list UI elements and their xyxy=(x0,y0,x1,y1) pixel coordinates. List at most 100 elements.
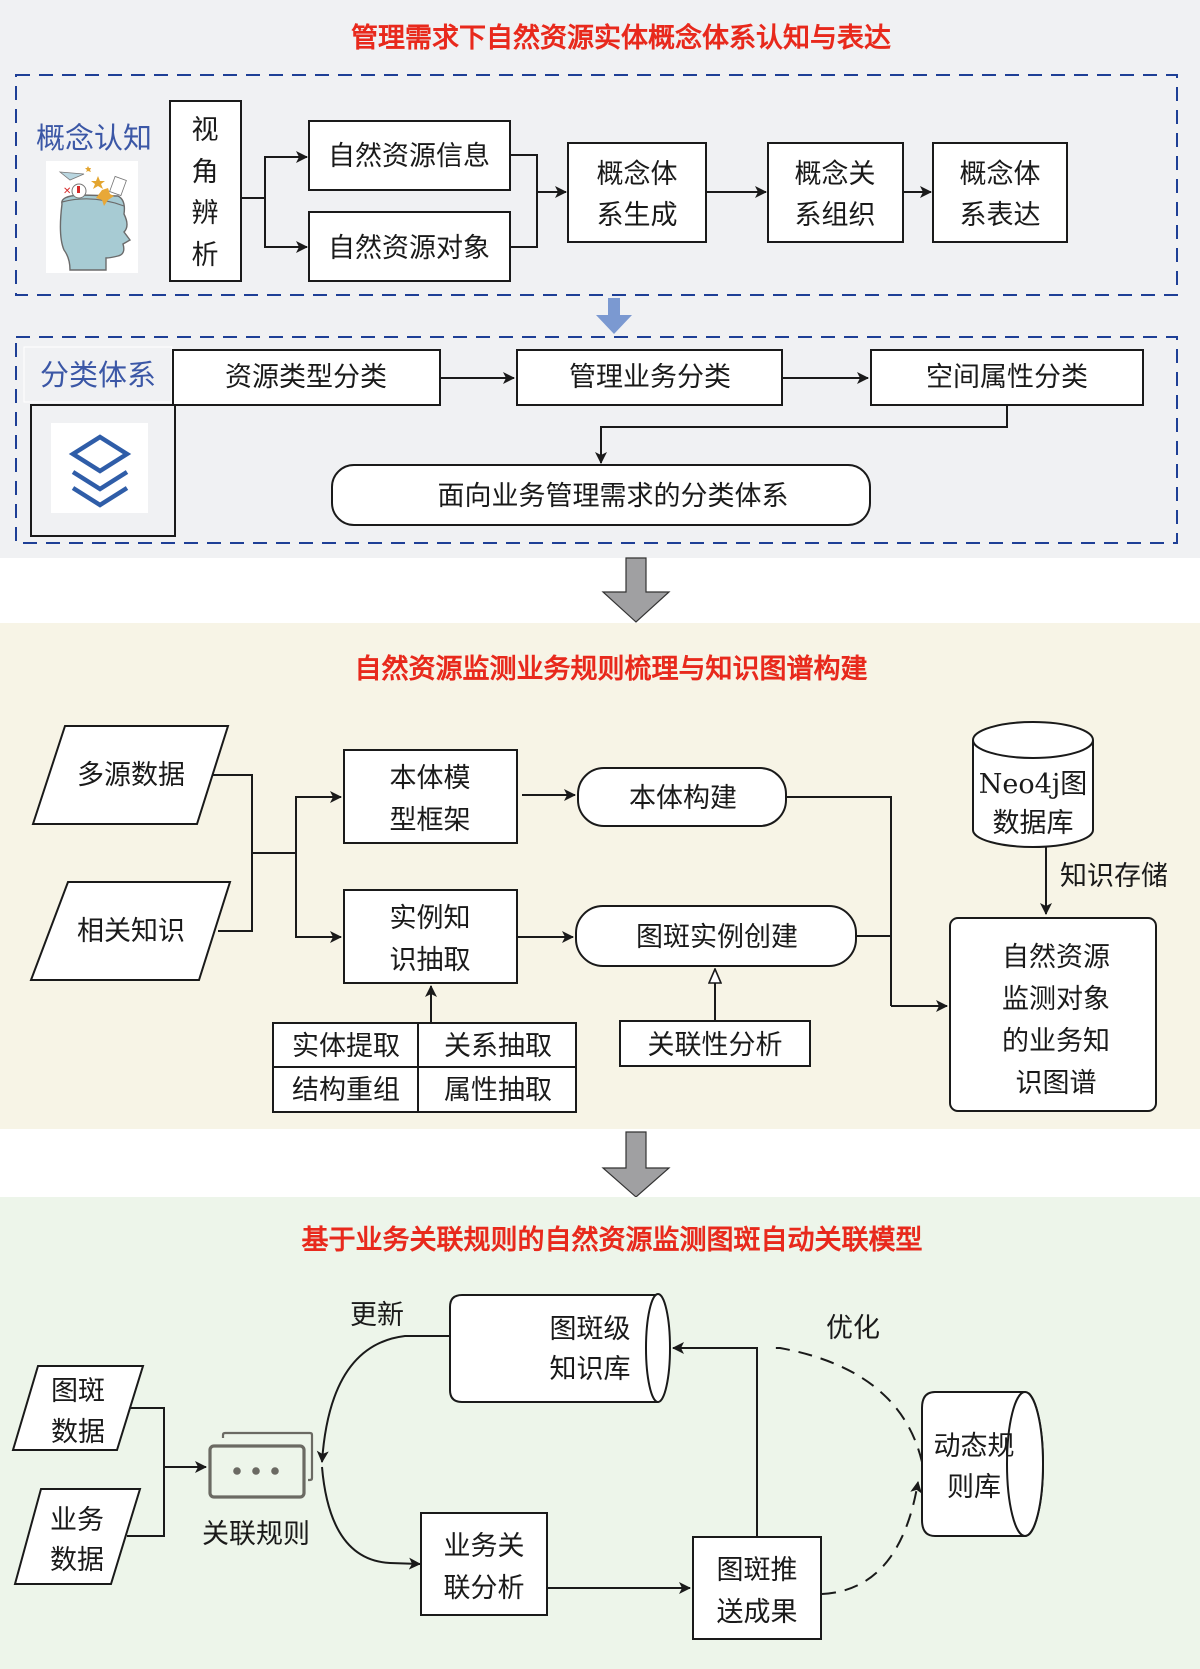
push-to-rules-dashed-curve xyxy=(821,1481,923,1595)
knowledge-graph-line3: 的业务知 xyxy=(1002,1026,1110,1057)
inputs-merge-connector xyxy=(127,1407,165,1537)
connector-to-ontology-framework xyxy=(295,791,342,853)
natural-resource-object-label: 自然资源对象 xyxy=(328,233,490,264)
natural-resource-object-box xyxy=(308,211,511,282)
correlation-analysis-label: 关联性分析 xyxy=(648,1030,783,1061)
perspective-char: 角 xyxy=(192,157,219,188)
neo4j-line1: Neo4j图 xyxy=(979,769,1087,800)
instance-extraction-line1: 实例知 xyxy=(390,903,471,934)
patch-data-input xyxy=(11,1365,145,1451)
connector-to-object xyxy=(264,198,308,253)
spatial-attribute-classification-label: 空间属性分类 xyxy=(926,362,1088,393)
dynamic-rules-cylinder xyxy=(921,1391,1044,1537)
instance-extraction-box xyxy=(343,889,518,984)
classification-result-box xyxy=(331,464,871,526)
spatial-attribute-classification-box xyxy=(870,349,1144,406)
grey-down-arrow-icon xyxy=(601,557,671,623)
svg-text:✕: ✕ xyxy=(63,186,71,197)
push-result-line1: 图斑推 xyxy=(717,1555,798,1586)
patch-kb-cylinder xyxy=(449,1293,671,1403)
resource-type-classification-label: 资源类型分类 xyxy=(225,362,387,393)
structure-reorg-cell: 结构重组 xyxy=(292,1075,400,1106)
related-knowledge-label: 相关知识 xyxy=(77,916,185,947)
patch-data-line1: 图斑 xyxy=(51,1376,105,1407)
concept-relation-org-box xyxy=(767,142,904,243)
optimize-label: 优化 xyxy=(826,1313,880,1344)
patch-push-result-box xyxy=(692,1536,822,1640)
business-classification-label: 管理业务分类 xyxy=(569,362,731,393)
patch-data-line2: 数据 xyxy=(51,1417,105,1448)
business-association-analysis-box xyxy=(420,1512,548,1616)
ontology-build-label: 本体构建 xyxy=(629,783,737,814)
neo4j-database-cylinder xyxy=(972,721,1094,848)
classification-label: 分类体系 xyxy=(40,358,156,392)
entity-extraction-cell: 实体提取 xyxy=(292,1031,400,1062)
ontology-framework-line2: 型框架 xyxy=(390,805,471,836)
business-analysis-line2: 联分析 xyxy=(444,1573,525,1604)
merge-connector xyxy=(510,154,538,248)
cognition-label: 概念认知 xyxy=(36,121,152,155)
attribute-extraction-cell: 属性抽取 xyxy=(444,1075,552,1106)
concept-relation-line2: 系组织 xyxy=(795,200,876,231)
business-analysis-line1: 业务关 xyxy=(444,1531,525,1562)
perspective-char: 辨 xyxy=(192,198,219,229)
knowledge-graph-line4: 识图谱 xyxy=(1016,1068,1097,1099)
extraction-grid: 实体提取 关系抽取 结构重组 属性抽取 xyxy=(272,1022,577,1113)
section-knowledge-graph: 自然资源监测业务规则梳理与知识图谱构建 多源数据 相关知识 本体模 型框架 实例… xyxy=(0,623,1200,1129)
grey-down-arrow-icon xyxy=(601,1131,671,1198)
cognition-frame xyxy=(15,74,1178,296)
multi-source-data-label: 多源数据 xyxy=(77,760,185,791)
section2-title: 自然资源监测业务规则梳理与知识图谱构建 xyxy=(355,653,868,685)
patch-kb-line2: 知识库 xyxy=(550,1354,631,1385)
section1-title: 管理需求下自然资源实体概念体系认知与表达 xyxy=(351,22,891,54)
push-result-line2: 送成果 xyxy=(717,1597,798,1628)
connector-to-info xyxy=(241,151,308,199)
dynamic-rules-line2: 则库 xyxy=(947,1472,1001,1503)
business-data-line2: 数据 xyxy=(50,1545,104,1576)
natural-resource-info-box xyxy=(308,120,511,191)
neo4j-line2: 数据库 xyxy=(993,808,1074,839)
patch-instance-create-label: 图斑实例创建 xyxy=(636,922,798,953)
natural-resource-info-label: 自然资源信息 xyxy=(328,141,490,172)
perspective-char: 视 xyxy=(192,115,219,146)
push-to-kb-connector xyxy=(672,1342,758,1537)
connector-to-classification-result xyxy=(595,405,1008,464)
classification-frame xyxy=(15,336,1178,544)
classification-result-label: 面向业务管理需求的分类体系 xyxy=(438,481,789,512)
update-curve xyxy=(316,1335,450,1463)
concept-expression-line1: 概念体 xyxy=(960,159,1041,190)
blue-down-arrow-icon xyxy=(596,298,632,334)
knowledge-storage-label: 知识存储 xyxy=(1060,861,1168,892)
business-classification-box xyxy=(516,349,783,406)
instance-extraction-line2: 识抽取 xyxy=(390,945,471,976)
section-concept-cognition: 管理需求下自然资源实体概念体系认知与表达 概念认知 ✕ 视 角 辨 析 自然资源 xyxy=(0,0,1200,558)
relation-extraction-cell: 关系抽取 xyxy=(444,1031,552,1062)
perspective-analysis-box xyxy=(169,100,242,282)
concept-expression-box xyxy=(932,142,1068,243)
concept-generation-line2: 系生成 xyxy=(597,200,678,231)
correlation-analysis-box xyxy=(619,1020,811,1067)
update-label: 更新 xyxy=(350,1300,404,1331)
ontology-framework-line1: 本体模 xyxy=(390,763,471,794)
connector-to-instance-extraction xyxy=(295,853,342,943)
knowledge-graph-line1: 自然资源 xyxy=(1002,942,1110,973)
association-rules-label: 关联规则 xyxy=(202,1519,310,1550)
knowledge-graph-box xyxy=(949,917,1157,1112)
optimize-dashed-curve xyxy=(768,1347,923,1463)
section3-title: 基于业务关联规则的自然资源监测图斑自动关联模型 xyxy=(302,1224,923,1256)
related-knowledge-input xyxy=(29,881,232,981)
perspective-char: 析 xyxy=(192,240,219,271)
head-brain-icon: ✕ xyxy=(46,161,138,273)
rules-to-analysis-curve xyxy=(321,1466,421,1570)
ontology-framework-box xyxy=(343,749,518,844)
concept-relation-line1: 概念关 xyxy=(795,159,876,190)
patch-kb-line1: 图斑级 xyxy=(550,1314,631,1345)
resource-type-classification-box xyxy=(172,349,441,406)
dynamic-rules-line1: 动态规 xyxy=(934,1431,1015,1462)
concept-generation-box xyxy=(567,142,707,243)
business-data-input xyxy=(13,1488,142,1585)
multi-source-data-input xyxy=(31,725,230,825)
knowledge-graph-line2: 监测对象 xyxy=(1002,984,1110,1015)
concept-expression-line2: 系表达 xyxy=(960,200,1041,231)
